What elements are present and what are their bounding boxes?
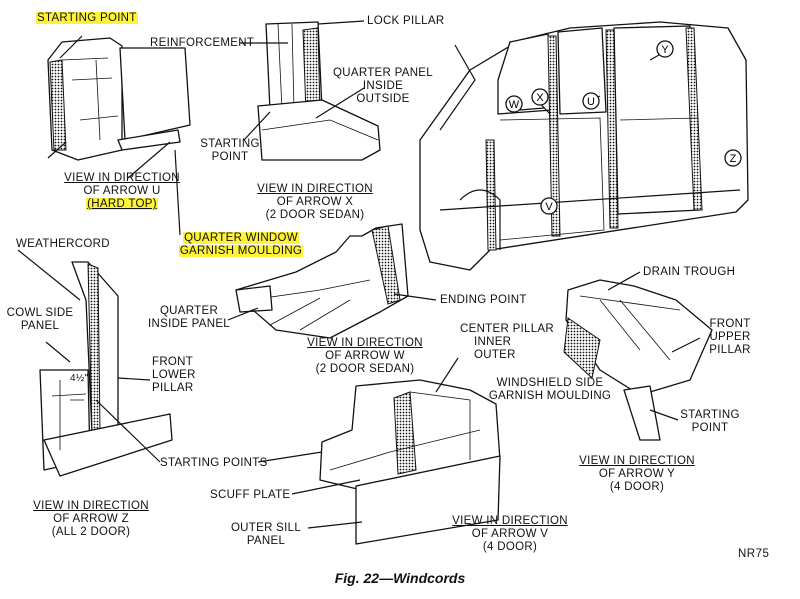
label-reinforcement: REINFORCEMENT: [150, 37, 255, 49]
label-cowl-side-panel: COWL SIDE PANEL: [6, 307, 74, 332]
arrow-marker-w: W: [509, 99, 520, 111]
caption-view-z: VIEW IN DIRECTION OF ARROW Z (ALL 2 DOOR…: [33, 500, 149, 538]
label-lock-pillar: LOCK PILLAR: [367, 15, 445, 27]
figure-code: NR75: [738, 548, 770, 560]
label-starting-point-top: STARTING POINT: [36, 12, 138, 24]
figure-caption: Fig. 22—Windcords: [334, 570, 466, 586]
label-outer-sill-panel: OUTER SILL PANEL: [230, 522, 302, 547]
label-scuff-plate: SCUFF PLATE: [210, 489, 291, 501]
arrow-marker-y-circle: [656, 40, 674, 58]
caption-view-w: VIEW IN DIRECTION OF ARROW W (2 DOOR SED…: [307, 337, 423, 375]
label-weathercord: WEATHERCORD: [16, 238, 110, 250]
arrow-marker-v-circle: [540, 197, 558, 215]
label-starting-points: STARTING POINTS: [160, 457, 268, 469]
arrow-marker-u: U: [587, 96, 595, 108]
arrow-markers: W X U Y Z V: [505, 40, 742, 215]
caption-view-y: VIEW IN DIRECTION OF ARROW Y (4 DOOR): [579, 455, 695, 493]
label-drain-trough: DRAIN TROUGH: [643, 266, 736, 278]
view-u-drawing: [47, 37, 191, 161]
label-dimension-mark: 4½": [70, 373, 89, 384]
arrow-marker-y: Y: [661, 44, 669, 56]
caption-view-v: VIEW IN DIRECTION OF ARROW V (4 DOOR): [452, 515, 568, 553]
view-v-drawing: [319, 379, 501, 545]
view-x-drawing: [257, 21, 381, 161]
arrow-marker-w-circle: [505, 95, 523, 113]
label-quarter-window-garnish: QUARTER WINDOW GARNISH MOULDING: [178, 232, 304, 257]
arrow-marker-z-circle: [724, 149, 742, 167]
arrow-marker-x-circle: [531, 88, 549, 106]
label-front-lower-pillar: FRONT LOWER PILLAR: [152, 356, 196, 394]
view-w-drawing: [235, 223, 409, 339]
arrow-marker-z: Z: [730, 153, 737, 165]
label-starting-point-x: STARTING POINT: [200, 138, 260, 163]
label-center-pillar: CENTER PILLAR INNER OUTER: [460, 323, 555, 361]
label-front-upper-pillar: FRONT UPPER PILLAR: [709, 318, 751, 356]
arrow-marker-v: V: [545, 201, 553, 213]
arrow-marker-u-circle: [582, 92, 600, 110]
view-y-drawing: [563, 279, 713, 441]
label-starting-point-y: STARTING POINT: [680, 409, 740, 434]
label-windshield-side-garnish: WINDSHIELD SIDE GARNISH MOULDING: [488, 377, 612, 402]
leader-lines: [17, 20, 701, 529]
label-quarter-inside-panel: QUARTER INSIDE PANEL: [148, 305, 230, 330]
label-quarter-panel-inside-outside: QUARTER PANEL INSIDE OUTSIDE: [333, 67, 433, 105]
caption-view-x: VIEW IN DIRECTION OF ARROW X (2 DOOR SED…: [257, 183, 373, 221]
view-z-drawing: [39, 261, 173, 477]
arrow-marker-x: X: [536, 92, 544, 104]
caption-view-u: VIEW IN DIRECTION OF ARROW U (HARD TOP): [64, 172, 180, 210]
car-body-drawing: [419, 21, 749, 271]
label-ending-point: ENDING POINT: [440, 294, 527, 306]
